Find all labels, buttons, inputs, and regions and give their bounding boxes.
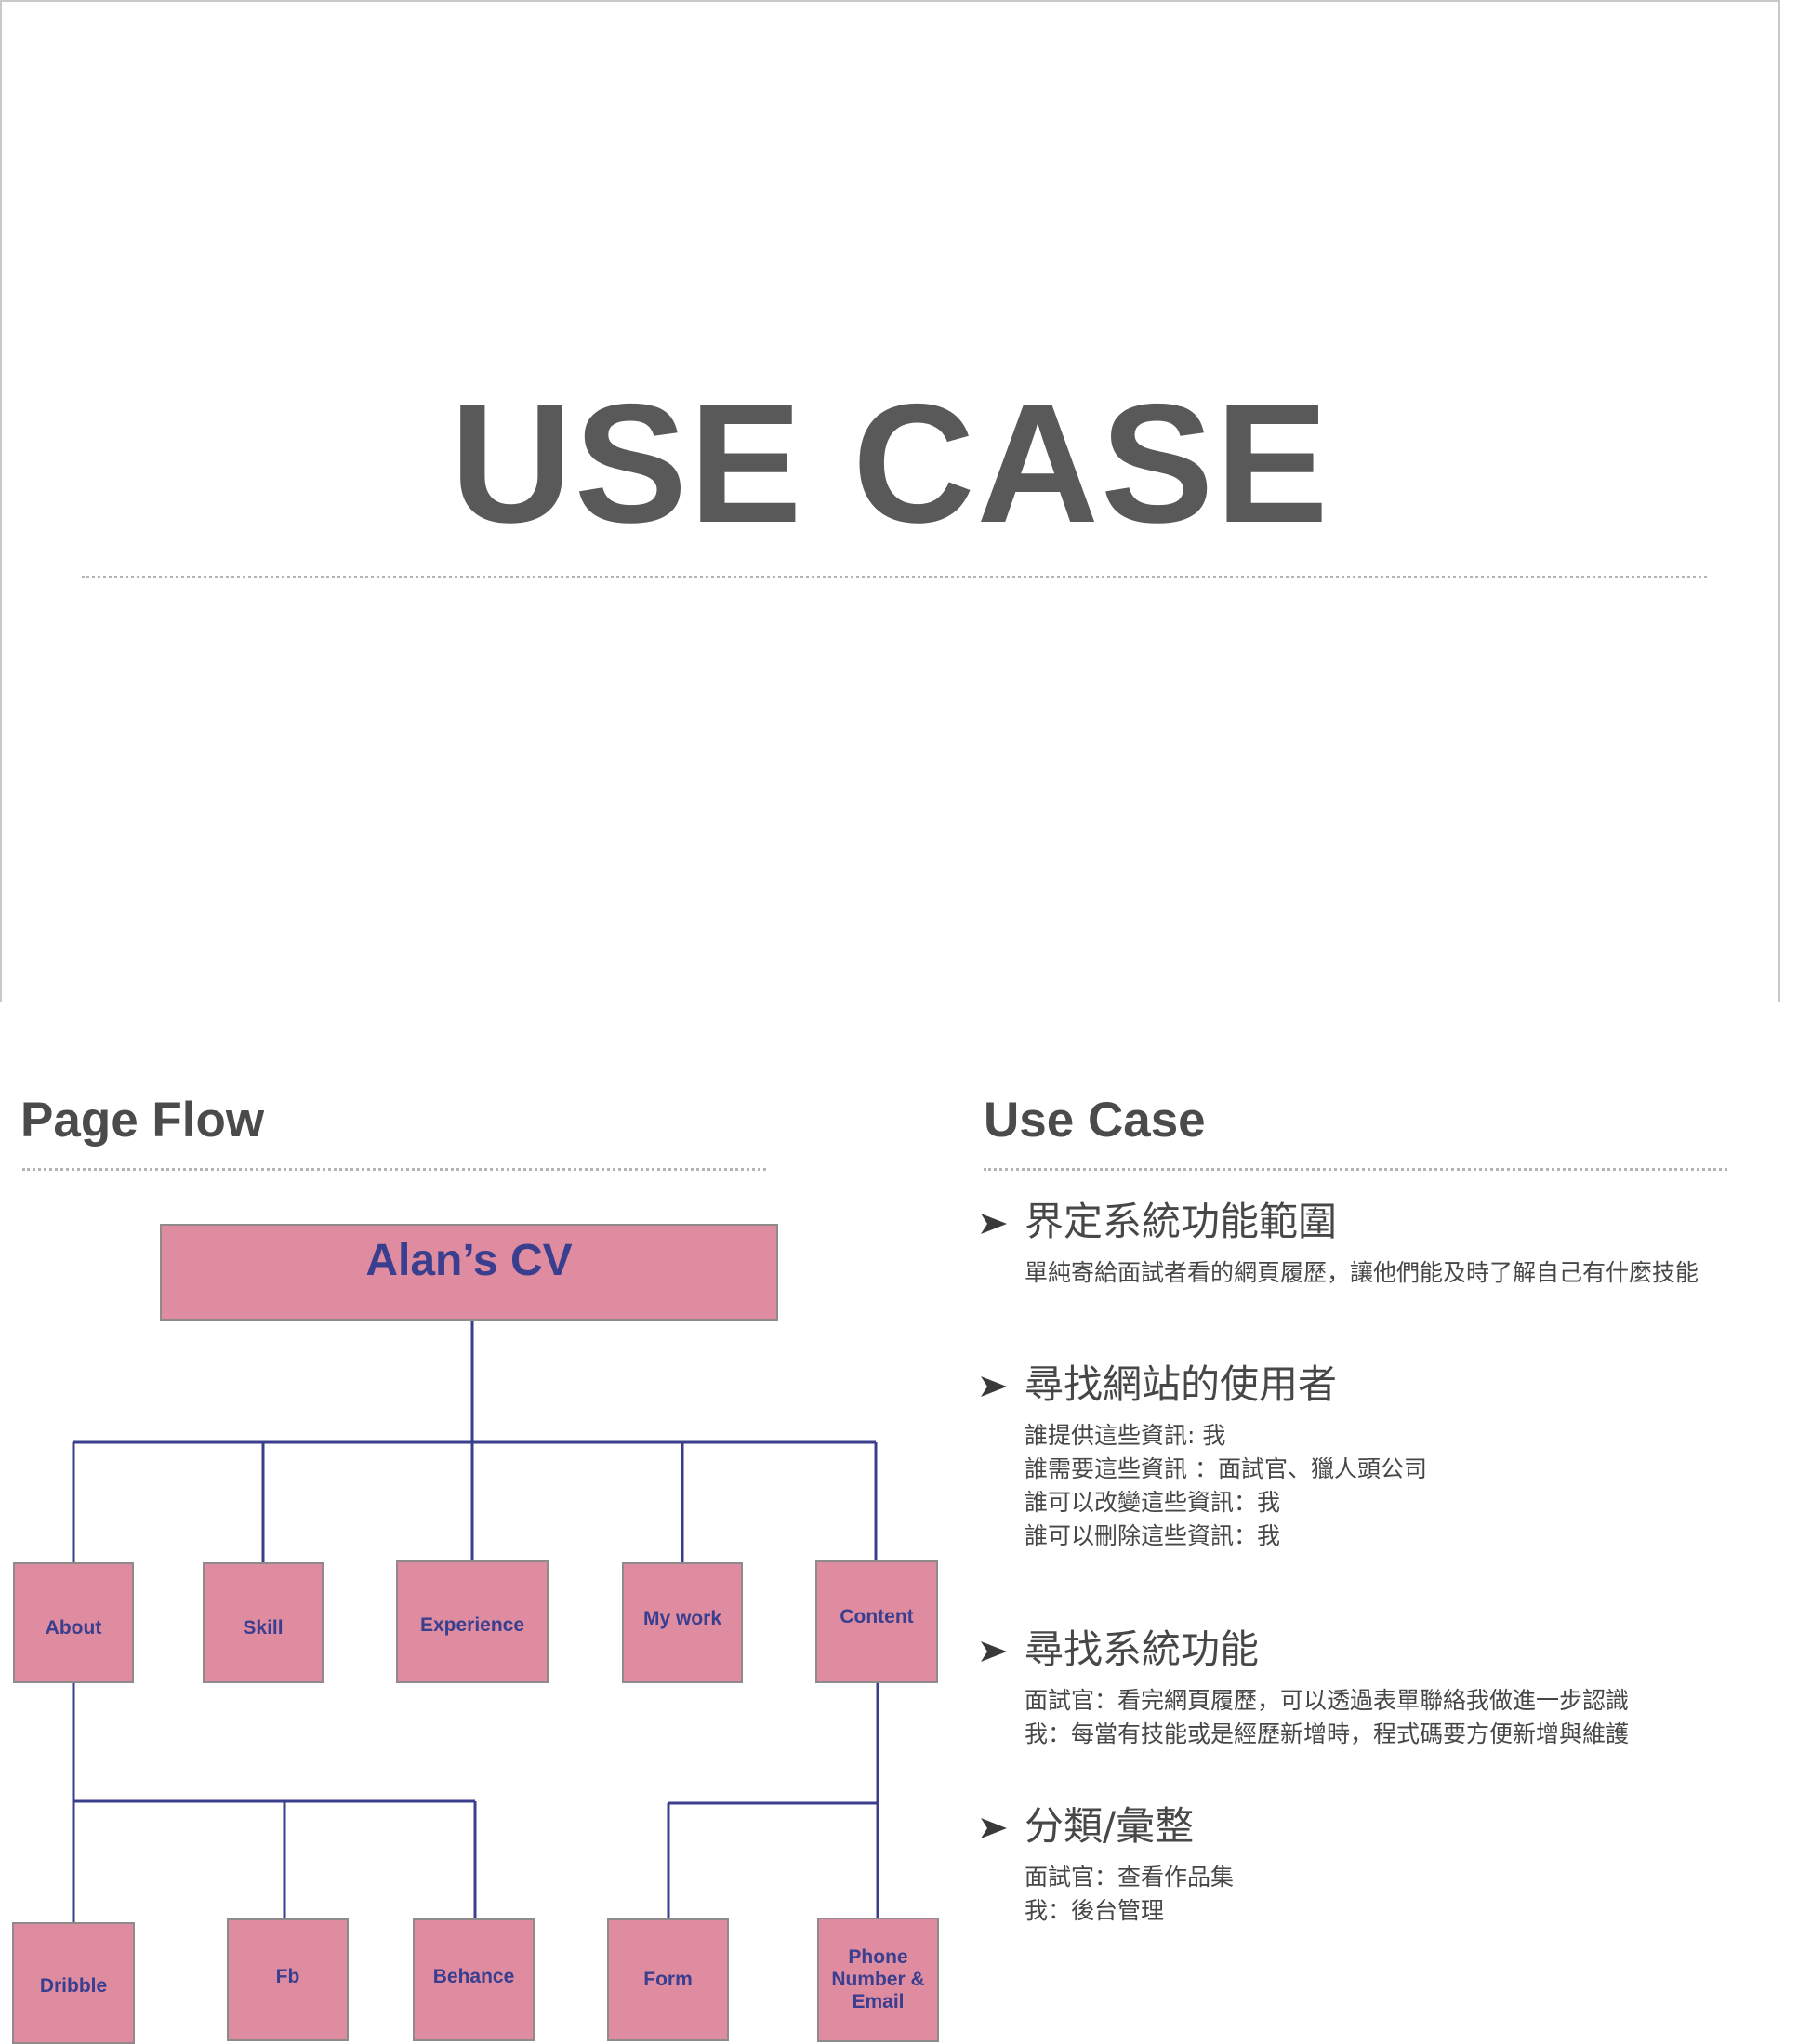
use-case-heading: 尋找系統功能 [1025, 1626, 1260, 1672]
page-flow-title: Page Flow [20, 1093, 265, 1148]
use-case-line: 誰可以刪除這些資訊：我 [1025, 1522, 1281, 1549]
use-case-line: 面試官：看完網頁履歷，可以透過表單聯絡我做進一步認識 [1025, 1687, 1630, 1714]
use-case-line: 面試官：查看作品集 [1025, 1864, 1235, 1891]
page-flow-diagram: Alan’s CV About Skill Experience My work… [0, 1200, 958, 2044]
use-case-line: 誰提供這些資訊: 我 [1025, 1422, 1226, 1449]
node-root: Alan’s CV [160, 1224, 778, 1321]
node-my-work: My work [622, 1562, 743, 1683]
node-fb: Fb [227, 1918, 349, 2041]
use-case-heading: 尋找網站的使用者 [1025, 1361, 1338, 1407]
node-experience: Experience [396, 1560, 549, 1683]
use-case-heading: 分類/彙整 [1025, 1803, 1195, 1849]
node-dribble: Dribble [12, 1922, 135, 2044]
use-case-item: 尋找系統功能 面試官：看完網頁履歷，可以透過表單聯絡我做進一步認識 我：每當有技… [981, 1630, 1629, 1751]
use-case-line: 誰需要這些資訊 ：面試官、獵人頭公司 [1025, 1455, 1427, 1482]
node-about: About [13, 1562, 134, 1683]
use-case-title: Use Case [984, 1093, 1206, 1148]
arrow-bullet-icon [981, 1818, 1007, 1838]
title-divider [82, 576, 1707, 578]
arrow-bullet-icon [981, 1376, 1007, 1397]
use-case-line: 我：後台管理 [1025, 1897, 1165, 1924]
use-case-item: 分類/彙整 面試官：查看作品集 我：後台管理 [981, 1807, 1234, 1928]
node-skill: Skill [203, 1562, 324, 1683]
node-phone-email: Phone Number & Email [817, 1918, 939, 2042]
use-case-item: 尋找網站的使用者 誰提供這些資訊: 我 誰需要這些資訊 ：面試官、獵人頭公司 誰… [981, 1365, 1427, 1553]
use-case-item: 界定系統功能範圍 單純寄給面試者看的網頁履歷，讓他們能及時了解自己有什麼技能 [981, 1202, 1699, 1290]
use-case-line: 單純寄給面試者看的網頁履歷，讓他們能及時了解自己有什麼技能 [1025, 1259, 1699, 1286]
use-case-line: 我：每當有技能或是經歷新增時，程式碼要方便新增與維護 [1025, 1720, 1630, 1747]
node-content: Content [815, 1560, 938, 1683]
use-case-line: 誰可以改變這些資訊：我 [1025, 1489, 1281, 1516]
title-slide: USE CASE [0, 0, 1780, 1002]
node-form: Form [607, 1918, 729, 2041]
connector-lines [72, 1319, 879, 1922]
arrow-bullet-icon [981, 1641, 1007, 1662]
page-flow-divider [22, 1168, 766, 1171]
node-behance: Behance [413, 1918, 535, 2041]
use-case-divider [984, 1168, 1727, 1171]
use-case-heading: 界定系統功能範圍 [1025, 1199, 1338, 1244]
slide-title: USE CASE [450, 368, 1330, 558]
arrow-bullet-icon [981, 1214, 1007, 1234]
